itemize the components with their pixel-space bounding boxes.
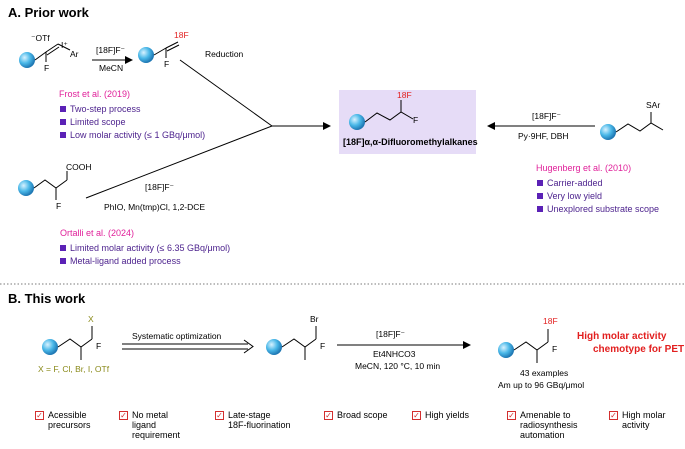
triflate-label: ⁻OTf (31, 33, 50, 43)
check-icon: ✓ (119, 411, 128, 420)
f18-label: 18F (397, 90, 412, 100)
thioether-label: SAr (646, 100, 661, 110)
ortalli-reference: Ortalli et al. (2024) (60, 228, 135, 238)
center-bonds (364, 100, 414, 123)
bromine-label: Br (310, 314, 319, 324)
molar-activity: Am up to 96 GBq/μmol (498, 380, 585, 390)
vinyl-iodonium-bonds (34, 43, 71, 62)
optimization-label: Systematic optimization (132, 331, 222, 341)
iodonium-label: I⁺ (61, 40, 68, 50)
hugenberg-bullet: Very low yield (537, 191, 602, 201)
bullet-square-icon (60, 131, 66, 138)
final-bonds (513, 329, 549, 363)
bullet-square-icon (60, 105, 66, 112)
check-icon: ✓ (609, 411, 618, 420)
frost-bullet: Two-step process (60, 104, 141, 114)
f18-label: 18F (174, 30, 189, 40)
precursor-bonds (57, 326, 93, 360)
center-product-label: [18F]α,α-Difluoromethylalkanes (343, 137, 478, 147)
frost-reference: Frost et al. (2019) (59, 89, 131, 99)
fluorine-label: F (413, 115, 419, 125)
fluorine-label: F (320, 341, 326, 351)
bromide-bonds (281, 326, 317, 360)
conditions-py-hf: Py·9HF, DBH (518, 131, 569, 141)
reagent-fluoride-3: [18F]F⁻ (532, 111, 562, 121)
highlight-line-1: High molar activity (577, 331, 667, 342)
bullet-square-icon (537, 192, 543, 199)
section-b-title: B. This work (8, 291, 86, 306)
reagent-fluoride-2: [18F]F⁻ (145, 182, 175, 192)
fluorine-label: F (552, 344, 558, 354)
f18-label: 18F (543, 316, 558, 326)
precursor-sphere (42, 339, 58, 355)
solvent-mecn: MeCN (99, 63, 124, 73)
double-line-arrowhead (243, 339, 254, 354)
reagent-fluoride-4: [18F]F⁻ (376, 329, 406, 339)
reagent-fluoride-1: [18F]F⁻ (96, 45, 126, 55)
center-sphere (349, 114, 365, 130)
fluorine-label: F (44, 63, 50, 73)
fluorine-label: F (96, 341, 102, 351)
examples-count: 43 examples (520, 368, 569, 378)
converging-lines (85, 59, 273, 199)
thioether-bonds (615, 112, 664, 133)
check-icon: ✓ (35, 411, 44, 420)
bullet-square-icon (60, 244, 66, 251)
check-icon: ✓ (412, 411, 421, 420)
bromide-sphere (266, 339, 282, 355)
reaction-conditions: MeCN, 120 °C, 10 min (355, 361, 441, 371)
frost-bullet: Low molar activity (≤ 1 GBq/μmol) (60, 130, 205, 140)
bullet-square-icon (60, 118, 66, 125)
carboxyl-label: COOH (66, 162, 92, 172)
hugenberg-bullet: Unexplored substrate scope (537, 204, 659, 214)
final-sphere (498, 342, 514, 358)
ortalli-bullet: Limited molar activity (≤ 6.35 GBq/μmol) (60, 243, 230, 253)
section-a-title: A. Prior work (8, 5, 89, 20)
thioether-sphere (600, 124, 616, 140)
bullet-square-icon (537, 205, 543, 212)
base-label: Et4NHCO3 (373, 349, 416, 359)
bullet-square-icon (537, 179, 543, 186)
acid-sphere (18, 180, 34, 196)
aryl-label: Ar (70, 49, 79, 59)
product-sphere (138, 47, 154, 63)
fluorine-label: F (56, 201, 62, 211)
ortalli-bullet: Metal-ligand added process (60, 256, 181, 266)
frost-bullet: Limited scope (60, 117, 126, 127)
x-definition: X = F, Cl, Br, I, OTf (38, 364, 110, 374)
hugenberg-bullet: Carrier-added (537, 178, 603, 188)
conditions-mn: PhIO, Mn(tmp)Cl, 1,2-DCE (104, 202, 206, 212)
hugenberg-reference: Hugenberg et al. (2010) (536, 163, 632, 173)
acid-bonds (33, 171, 68, 200)
bullet-square-icon (60, 257, 66, 264)
check-icon: ✓ (324, 411, 333, 420)
double-line-arrow (122, 343, 248, 350)
reduction-label: Reduction (205, 49, 244, 59)
x-substituent-label: X (88, 314, 94, 324)
vinyl-fluoride-bonds (153, 41, 180, 58)
check-icon: ✓ (215, 411, 224, 420)
substrate-sphere (19, 52, 35, 68)
highlight-line-2: chemotype for PET (593, 344, 685, 355)
fluorine-label: F (164, 59, 170, 69)
check-icon: ✓ (507, 411, 516, 420)
